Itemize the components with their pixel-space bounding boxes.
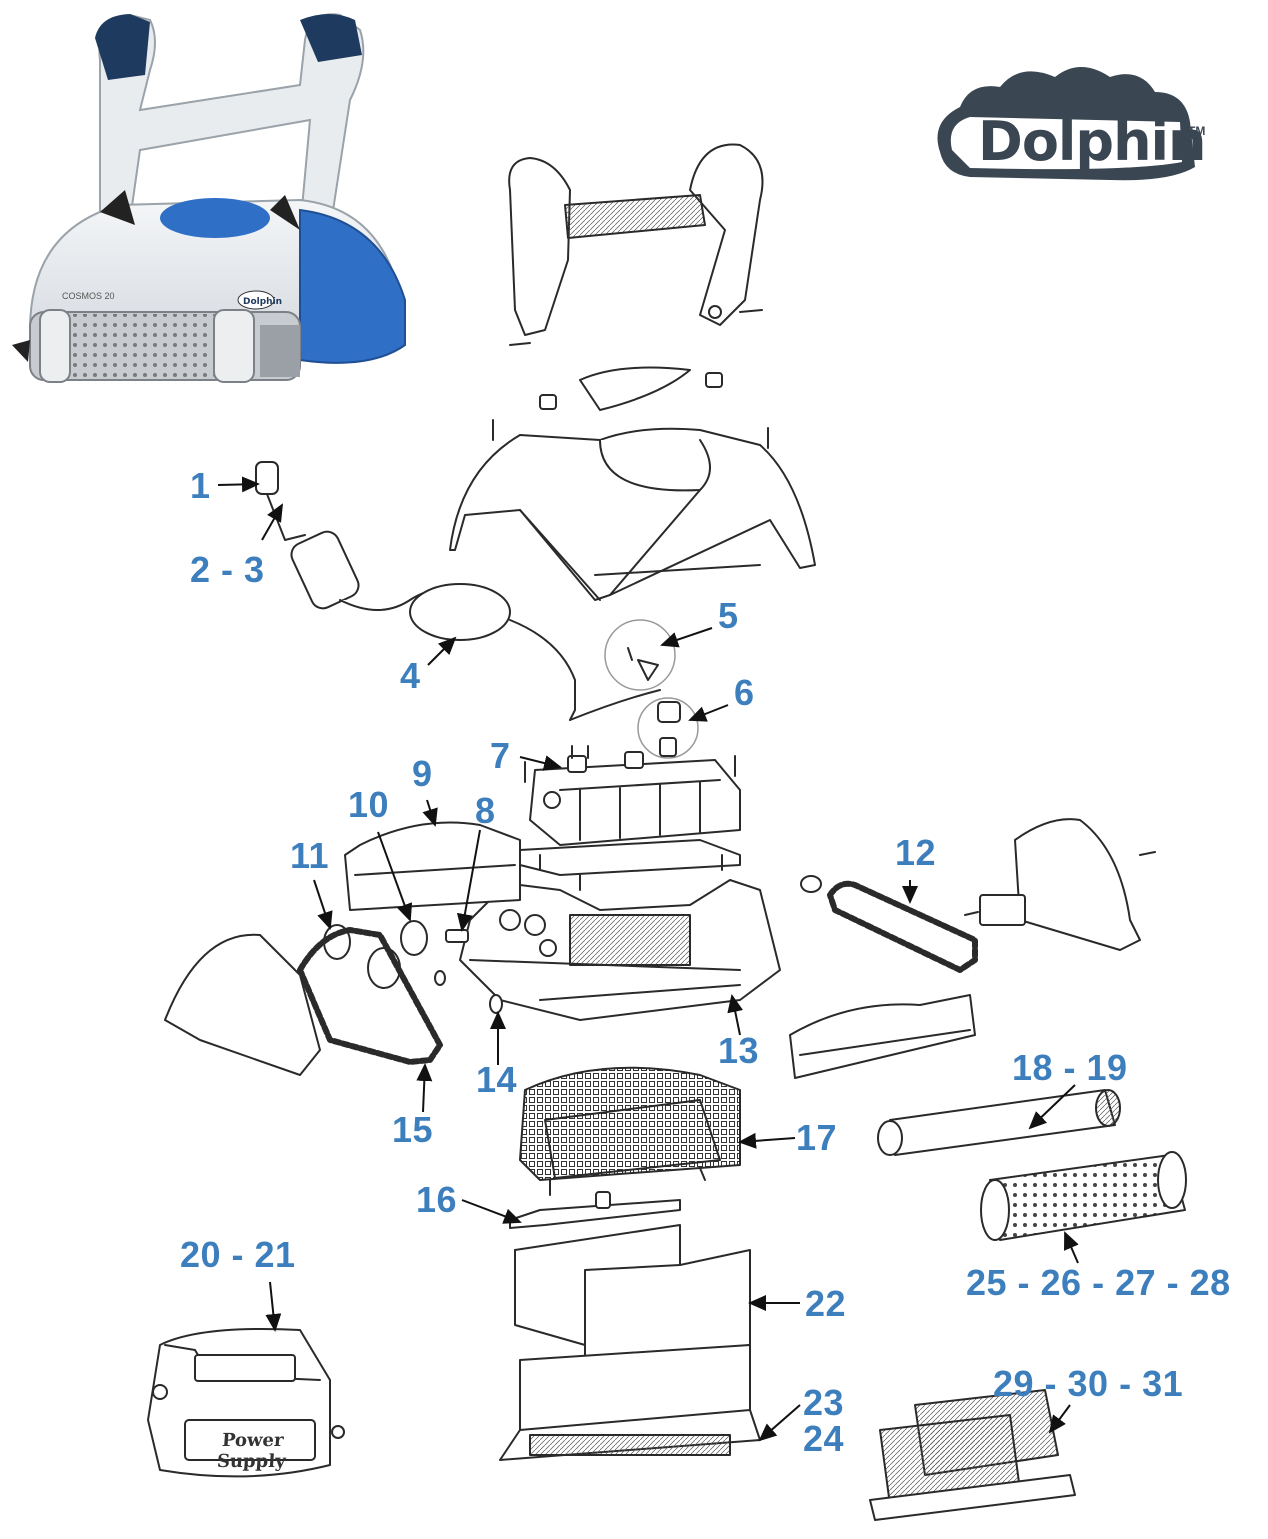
callout-17: 17 xyxy=(796,1117,838,1158)
callout-11: 11 xyxy=(290,835,330,876)
callout-1: 1 xyxy=(190,465,211,506)
callout-10: 10 xyxy=(348,784,390,825)
brush-roller-part xyxy=(980,1151,1187,1241)
callout-13: 13 xyxy=(718,1030,760,1071)
top-cover-part xyxy=(449,366,816,601)
callout-24: 24 xyxy=(803,1418,845,1459)
callout-5: 5 xyxy=(718,595,739,636)
callout-9: 9 xyxy=(412,753,433,794)
callout-4: 4 xyxy=(400,655,421,696)
motor-unit-part xyxy=(519,751,741,876)
robot-mini-logo: Dolphin xyxy=(243,297,282,307)
filter-panels-part xyxy=(869,1389,1076,1521)
callout-18-19: 18 - 19 xyxy=(1012,1047,1128,1088)
power-supply-part xyxy=(147,1328,345,1478)
filter-basket-part xyxy=(519,1066,741,1196)
chassis-part xyxy=(459,879,781,1021)
callout-16: 16 xyxy=(416,1179,458,1220)
robot-product-photo: COSMOS 20 Dolphin xyxy=(12,13,407,383)
dolphin-logo-cloud-icon xyxy=(937,67,1195,181)
leader-arrows xyxy=(217,476,1079,1442)
cable-assembly-part xyxy=(255,461,699,759)
impeller-tube-part xyxy=(877,1089,1121,1156)
model-label: COSMOS 20 xyxy=(62,291,115,301)
callout-20-21: 20 - 21 xyxy=(180,1234,296,1275)
callout-15: 15 xyxy=(392,1109,434,1150)
logo-wordmark: Dolphin xyxy=(978,110,1206,173)
handle-part xyxy=(508,143,764,346)
caddy-part xyxy=(499,1224,761,1461)
power-supply-label: Power Supply xyxy=(216,1430,287,1472)
side-panels-part xyxy=(344,821,976,1079)
line-art xyxy=(147,143,1187,1521)
dolphin-logo: Dolphin TM xyxy=(930,62,1230,192)
callout-23: 23 xyxy=(803,1382,845,1423)
callout-12: 12 xyxy=(895,832,937,873)
screws-part xyxy=(539,647,979,916)
callout-29-31: 29 - 30 - 31 xyxy=(993,1363,1184,1404)
callout-6: 6 xyxy=(734,672,755,713)
callout-14: 14 xyxy=(476,1059,518,1100)
basket-latch-part xyxy=(509,1191,681,1229)
callout-8: 8 xyxy=(475,790,496,831)
left-drive-part xyxy=(164,920,503,1076)
trademark-mark: TM xyxy=(1188,124,1206,138)
right-drive-part xyxy=(800,818,1156,973)
callout-25-28: 25 - 26 - 27 - 28 xyxy=(966,1262,1231,1303)
callout-22: 22 xyxy=(805,1283,847,1324)
callout-7: 7 xyxy=(490,735,511,776)
callout-2-3: 2 - 3 xyxy=(190,549,265,590)
